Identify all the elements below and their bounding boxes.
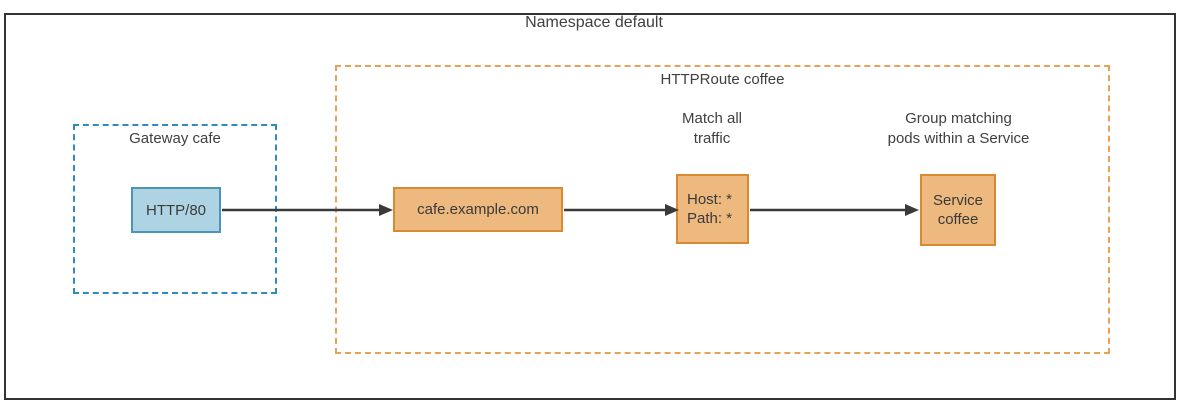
service-annotation-line2: pods within a Service xyxy=(887,130,1030,147)
hostname-node-label: cafe.example.com xyxy=(417,201,539,218)
match-node-path-line: Path: * xyxy=(687,210,733,227)
match-node: Host: * Path: * xyxy=(676,174,749,244)
namespace-title: Namespace default xyxy=(525,14,663,31)
match-annotation: Match all traffic xyxy=(642,109,782,149)
match-annotation-line2: traffic xyxy=(693,130,731,147)
service-annotation: Group matching pods within a Service xyxy=(856,109,1061,149)
hostname-node: cafe.example.com xyxy=(393,187,563,232)
match-annotation-line1: Match all xyxy=(681,110,743,127)
service-annotation-line1: Group matching xyxy=(905,110,1012,127)
match-node-host-line: Host: * xyxy=(687,191,733,208)
httproute-box-label: HTTPRoute coffee xyxy=(660,71,785,88)
namespace-box xyxy=(4,13,1176,400)
listener-node: HTTP/80 xyxy=(131,187,221,233)
gateway-box-label: Gateway cafe xyxy=(129,130,221,147)
listener-node-label: HTTP/80 xyxy=(145,201,206,219)
service-node-line2: coffee xyxy=(937,211,979,228)
service-node: Service coffee xyxy=(920,174,996,246)
service-node-line1: Service xyxy=(932,192,984,209)
